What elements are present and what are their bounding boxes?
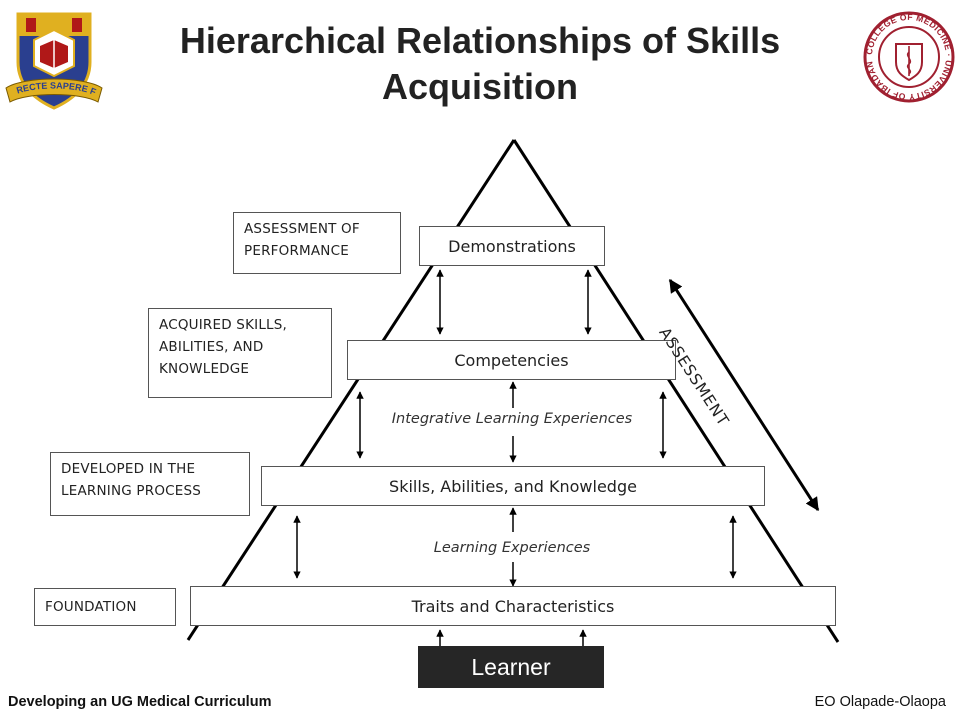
pyramid-left-edge — [186, 139, 516, 641]
university-crest-logo: RECTE SAPERE FONS — [4, 6, 103, 110]
footer-author: EO Olapade-Olaopa — [814, 694, 946, 710]
label-acquired-skills: ACQUIRED SKILLS, ABILITIES, AND KNOWLEDG… — [148, 308, 332, 398]
label-foundation: FOUNDATION — [34, 588, 176, 626]
pyramid-right-edge — [512, 139, 840, 643]
level-skills-abilities-knowledge: Skills, Abilities, and Knowledge — [261, 466, 765, 506]
page-title: Hierarchical Relationships of Skills Acq… — [179, 20, 781, 107]
learning-experiences: Learning Experiences — [433, 540, 591, 556]
label-assessment-of-performance: ASSESSMENT OF PERFORMANCE — [233, 212, 401, 274]
learner-base: Learner — [418, 646, 604, 688]
level-demonstrations: Demonstrations — [419, 226, 605, 266]
college-of-medicine-seal-logo: COLLEGE OF MEDICINE · UNIVERSITY OF IBAD… — [863, 11, 955, 103]
level-competencies: Competencies — [347, 340, 676, 380]
integrative-learning-experiences: Integrative Learning Experiences — [391, 411, 633, 427]
assessment-side-arrow — [668, 278, 820, 512]
level-traits-characteristics: Traits and Characteristics — [190, 586, 836, 626]
footer-course-title: Developing an UG Medical Curriculum — [8, 694, 272, 710]
label-developed-in-learning-process: DEVELOPED IN THE LEARNING PROCESS — [50, 452, 250, 516]
